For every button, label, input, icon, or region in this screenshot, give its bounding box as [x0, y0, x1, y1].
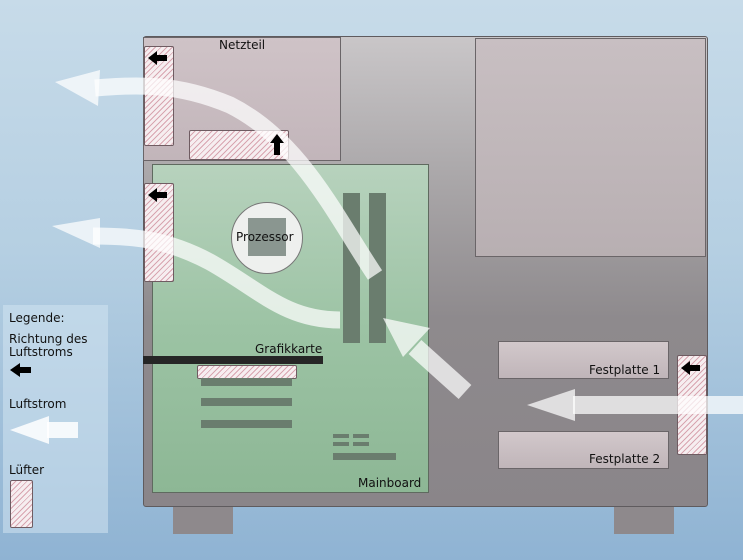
airflow-arrowhead: [55, 70, 100, 106]
graphics-card: [143, 356, 323, 364]
airflow-arrow: [92, 227, 341, 329]
cpu-core: [248, 218, 286, 256]
legend-direction-arrow-icon: [10, 363, 31, 377]
legend-direction-label: Richtung des Luftstroms: [9, 332, 88, 359]
chip: [353, 434, 369, 438]
legend-fan-label: Lüfter: [9, 463, 45, 477]
mainboard-label: Mainboard: [358, 476, 422, 490]
case-foot-left: [173, 506, 233, 534]
direction-arrow-icon: [270, 134, 284, 155]
direction-arrow-icon: [148, 188, 167, 202]
airflow-arrow: [408, 339, 472, 400]
hard-drive-1-label: Festplatte 1: [589, 363, 661, 377]
case-foot-right: [614, 506, 674, 534]
legend-title: Legende:: [9, 311, 65, 325]
airflow-arrow: [573, 396, 743, 414]
legend-airflow-label: Luftstrom: [9, 397, 67, 411]
graphics-card-label: Grafikkarte: [255, 342, 323, 356]
airflow-arrowhead: [527, 389, 575, 421]
pci-slot: [201, 420, 292, 428]
chip: [353, 442, 369, 446]
hard-drive-2: [498, 431, 669, 469]
hard-drive-2-label: Festplatte 2: [589, 452, 661, 466]
cpu-label: Prozessor: [236, 230, 294, 244]
airflow-arrowhead: [383, 318, 430, 357]
direction-arrow-icon: [148, 51, 167, 65]
pci-slot: [201, 378, 292, 386]
airflow-arrowhead: [52, 218, 100, 248]
chip: [333, 442, 349, 446]
direction-arrow-icon: [681, 361, 700, 375]
airflow-arrow: [94, 77, 383, 280]
chip: [333, 453, 396, 460]
drive-bay: [475, 38, 706, 257]
pci-slot: [201, 398, 292, 406]
legend-airflow-arrow-icon: [10, 416, 78, 444]
power-supply-label: Netzteil: [219, 38, 266, 52]
legend-fan-icon: [10, 480, 33, 528]
case-fan-rear: [144, 183, 174, 282]
chip: [333, 434, 349, 438]
hard-drive-1: [498, 341, 669, 379]
